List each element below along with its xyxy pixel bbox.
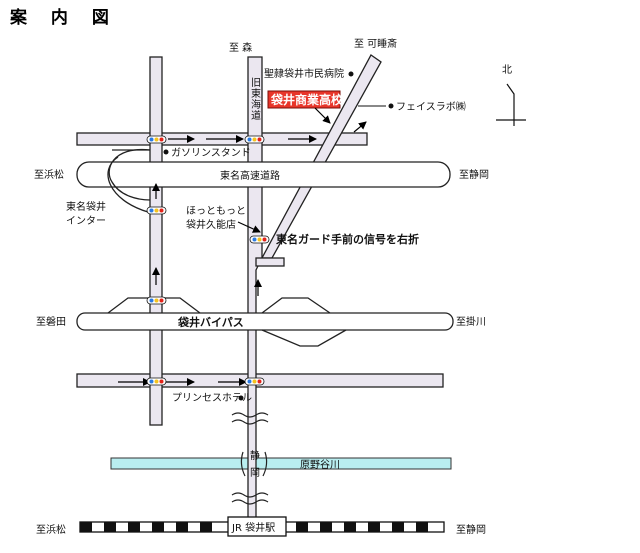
kyu-shukaido-label: 旧 東 海 道	[251, 77, 261, 122]
north-arrow-icon: 北	[496, 64, 526, 126]
tomei-expressway: 東名高速道路	[76, 161, 451, 188]
hospital-label: 聖隷袋井市民病院	[264, 67, 344, 80]
road-break-marks	[231, 412, 269, 505]
traffic-signal-icon	[146, 296, 167, 305]
traffic-signal-icon	[249, 235, 270, 244]
faceslab-label: フェイスラボ㈱	[396, 101, 466, 113]
dir-kakegawa: 至掛川	[456, 315, 486, 328]
princess-hotel-dot	[238, 395, 244, 401]
faceslab-dot	[388, 103, 394, 109]
dir-mori: 至 森	[229, 41, 252, 54]
gas-station-label: ガソリンスタンド	[171, 147, 251, 159]
svg-text:岡: 岡	[250, 467, 260, 479]
tomei-interchange	[107, 148, 151, 213]
gas-station-dot	[163, 149, 169, 155]
road-west-vertical	[149, 56, 163, 426]
svg-text:静: 静	[250, 449, 260, 462]
tomei-ic-label-2: インター	[66, 215, 106, 227]
route-instruction: 東名ガード手前の信号を右折	[276, 232, 419, 246]
hottomotto-label-2: 袋井久能店	[186, 218, 236, 231]
traffic-signals	[146, 135, 270, 386]
dir-iwata: 至磐田	[36, 315, 66, 328]
svg-text:海: 海	[251, 98, 261, 111]
road-diagonal-school	[260, 54, 382, 259]
jr-railway: JR 袋井駅	[79, 516, 445, 537]
shizuoka-road-label: 静 岡	[250, 449, 260, 479]
traffic-signal-icon	[244, 135, 265, 144]
school-label: 袋井商業高校	[270, 92, 344, 107]
dir-shizuoka-top: 至静岡	[459, 168, 489, 181]
dir-hamamatsu-bottom: 至浜松	[36, 523, 66, 536]
princess-hotel-label: プリンセスホテル	[172, 392, 252, 404]
river-label: 原野谷川	[300, 459, 340, 471]
dir-shizuoka-bottom: 至静岡	[456, 523, 486, 536]
landmarks: 聖隷袋井市民病院 フェイスラボ㈱ ガソリンスタンド 東名袋井 インター ほっとも…	[66, 67, 466, 404]
route-arrows	[118, 121, 367, 386]
direction-labels: 至 森 至 可睡斎 至浜松 至静岡 至磐田 至掛川 至浜松 至静岡	[34, 37, 489, 536]
hottomotto-label-1: ほっともっと	[186, 205, 246, 217]
station-label: JR 袋井駅	[231, 521, 275, 534]
dir-hamamatsu-top: 至浜松	[34, 168, 64, 181]
fukuroi-bypass: 袋井バイパス	[76, 297, 454, 347]
hospital-dot	[348, 71, 354, 77]
bypass-label: 袋井バイパス	[177, 315, 244, 329]
dir-kaso: 至 可睡斎	[354, 37, 397, 50]
road-turn-stub	[255, 257, 285, 267]
expressway-label: 東名高速道路	[220, 169, 280, 182]
svg-text:東: 東	[251, 87, 261, 100]
school-marker: 袋井商業高校	[267, 90, 344, 124]
traffic-signal-icon	[146, 135, 167, 144]
traffic-signal-icon	[244, 377, 265, 386]
page-title: 案 内 図	[9, 7, 118, 28]
svg-text:北: 北	[502, 64, 512, 76]
traffic-signal-icon	[146, 377, 167, 386]
traffic-signal-icon	[146, 206, 167, 215]
haranoya-river: 原野谷川	[110, 457, 452, 471]
svg-text:道: 道	[251, 109, 261, 122]
tomei-ic-label-1: 東名袋井	[66, 200, 106, 213]
svg-text:旧: 旧	[251, 77, 261, 89]
